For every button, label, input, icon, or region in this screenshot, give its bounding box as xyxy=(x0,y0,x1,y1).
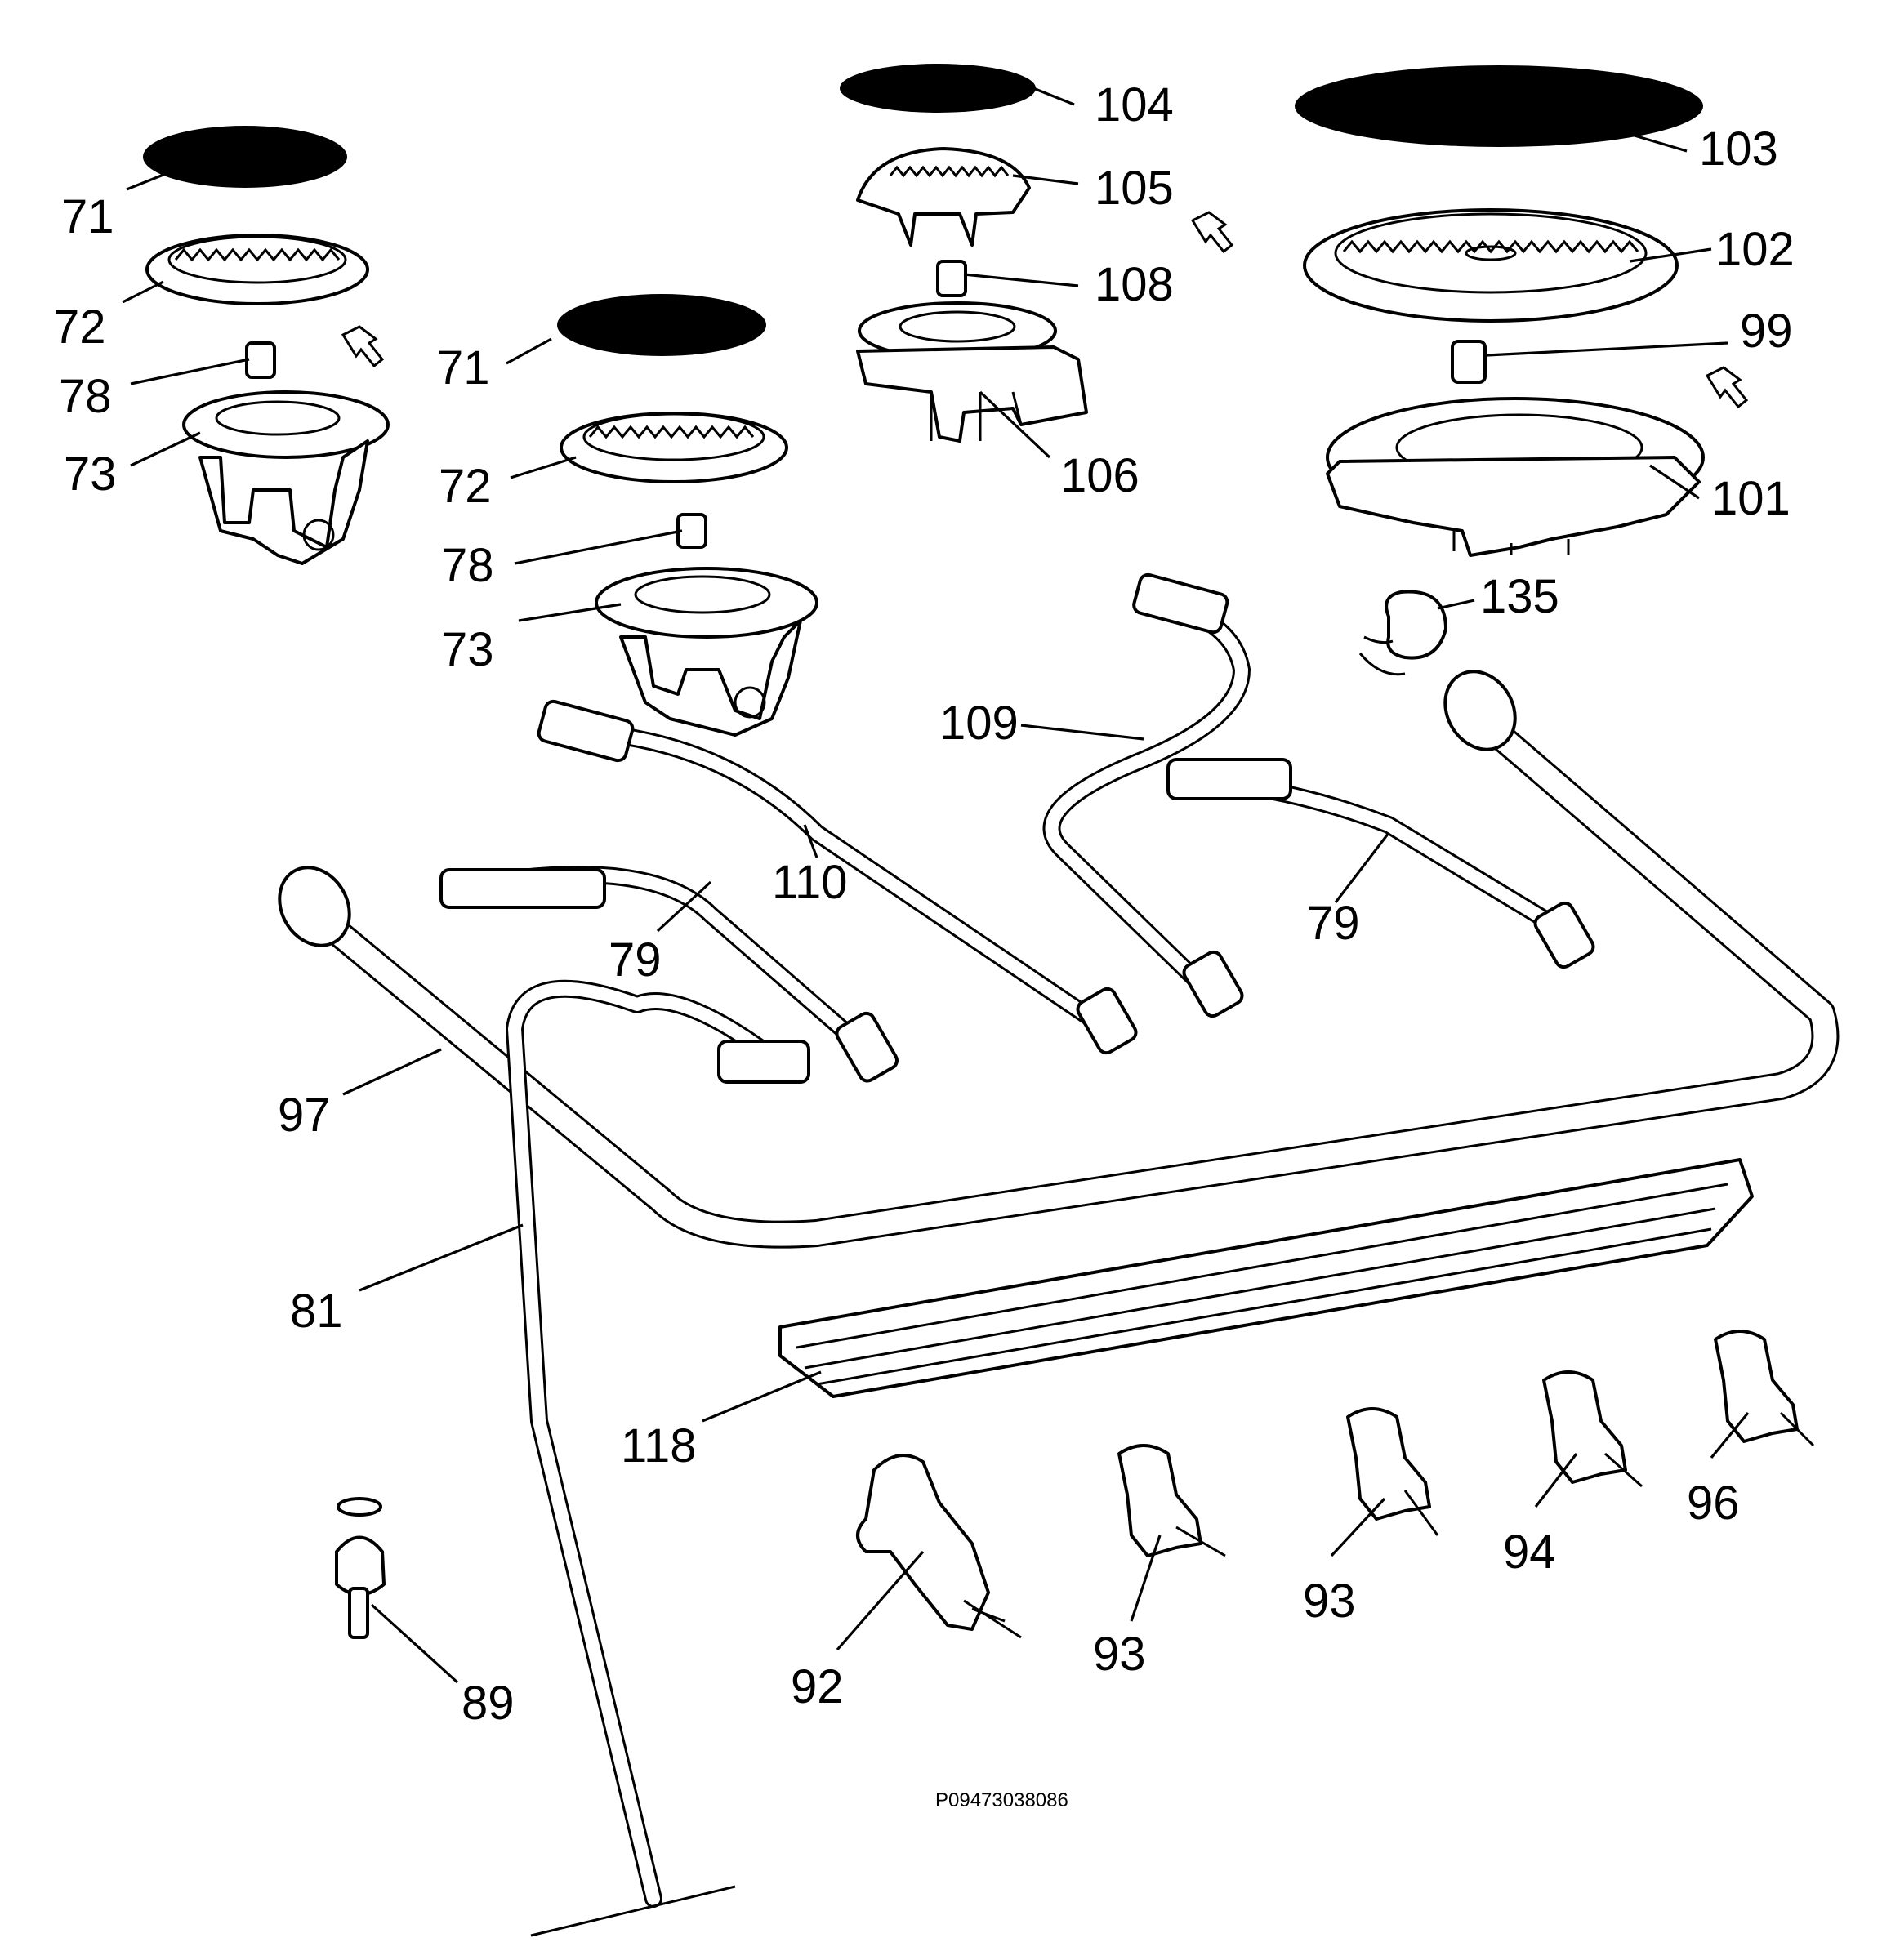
callout-71: 71 xyxy=(437,341,490,394)
callout-97: 97 xyxy=(278,1089,331,1142)
flame-spreader-102 xyxy=(1303,208,1679,323)
callout-101: 101 xyxy=(1711,472,1791,525)
callout-102: 102 xyxy=(1715,223,1795,276)
callout-109: 109 xyxy=(939,697,1019,750)
direction-arrows xyxy=(341,211,1749,409)
callout-96: 96 xyxy=(1687,1477,1740,1530)
injector-99 xyxy=(1451,340,1487,384)
burner-cap-103 xyxy=(1295,65,1703,147)
callout-73: 73 xyxy=(441,623,494,676)
arrow-icon xyxy=(1190,211,1234,254)
valve-93-left xyxy=(1117,1444,1226,1557)
pipe-end xyxy=(1443,670,1517,751)
pipe-fitting xyxy=(717,1040,810,1084)
callout-89: 89 xyxy=(462,1677,515,1730)
burner-cap-71-center xyxy=(557,294,766,356)
callout-79: 79 xyxy=(1307,897,1360,950)
valve-92 xyxy=(856,1454,1022,1639)
callout-71: 71 xyxy=(61,190,114,243)
callout-78: 78 xyxy=(441,539,494,592)
injector-108 xyxy=(936,260,967,297)
pipe-fitting xyxy=(1166,758,1292,800)
thermocouple-89 xyxy=(335,1497,386,1639)
callout-93: 93 xyxy=(1303,1575,1356,1628)
valve-94 xyxy=(1542,1370,1643,1488)
valve-rail-118 xyxy=(778,1158,1754,1398)
callout-92: 92 xyxy=(791,1660,844,1713)
callout-135: 135 xyxy=(1480,570,1559,623)
burner-cap-104 xyxy=(840,64,1036,113)
burner-assembly-center xyxy=(840,64,1088,443)
pipe-fitting xyxy=(835,1011,899,1083)
callout-118: 118 xyxy=(621,1419,696,1472)
clip-135 xyxy=(1358,590,1447,676)
injector-78-center xyxy=(676,513,707,549)
callout-81: 81 xyxy=(290,1285,343,1338)
callout-105: 105 xyxy=(1095,162,1174,215)
flame-spreader-105 xyxy=(856,147,1031,247)
callout-110: 110 xyxy=(772,856,847,909)
diagram-reference-code: P09473038086 xyxy=(935,1789,1068,1811)
burner-body-101-base xyxy=(1326,456,1701,557)
callout-108: 108 xyxy=(1095,258,1174,311)
callout-72: 72 xyxy=(439,460,492,513)
callout-94: 94 xyxy=(1503,1526,1556,1579)
pipe-end xyxy=(278,866,351,947)
arrow-icon xyxy=(1705,366,1749,409)
callout-78: 78 xyxy=(59,370,112,423)
injector-78-left xyxy=(245,341,276,379)
callout-104: 104 xyxy=(1095,78,1174,131)
callout-99: 99 xyxy=(1740,305,1793,358)
pipe-fitting xyxy=(439,868,606,909)
callout-72: 72 xyxy=(53,301,106,354)
pipe-fitting xyxy=(537,699,635,763)
burner-body-73-center xyxy=(595,567,818,639)
gas-valves xyxy=(335,1330,1815,1639)
gas-pipes xyxy=(278,572,1840,1937)
burner-cap-71-left xyxy=(143,126,347,188)
burner-body-106-base xyxy=(856,345,1088,443)
burner-body-73-left xyxy=(182,390,390,459)
burner-body-73-left-base xyxy=(198,439,369,565)
callout-93: 93 xyxy=(1093,1628,1146,1681)
burner-assembly-center-left xyxy=(557,294,818,737)
burner-assembly-left xyxy=(143,126,390,565)
arrow-icon xyxy=(341,325,385,368)
callout-73: 73 xyxy=(64,448,117,501)
callout-79: 79 xyxy=(609,933,662,987)
leader-lines xyxy=(122,80,1750,1684)
pipe-fitting xyxy=(1533,901,1595,969)
valve-93-right xyxy=(1346,1407,1439,1536)
burner-body-73-center-base xyxy=(619,619,802,737)
pipe-fitting xyxy=(1076,987,1138,1055)
pipe-fitting xyxy=(1182,950,1244,1018)
callout-106: 106 xyxy=(1060,449,1140,502)
pipe-fitting xyxy=(1132,572,1229,635)
callout-labels: 71 72 78 73 71 72 78 73 104 105 108 106 … xyxy=(53,78,1795,1730)
valve-96 xyxy=(1714,1330,1815,1447)
callout-103: 103 xyxy=(1699,122,1778,176)
